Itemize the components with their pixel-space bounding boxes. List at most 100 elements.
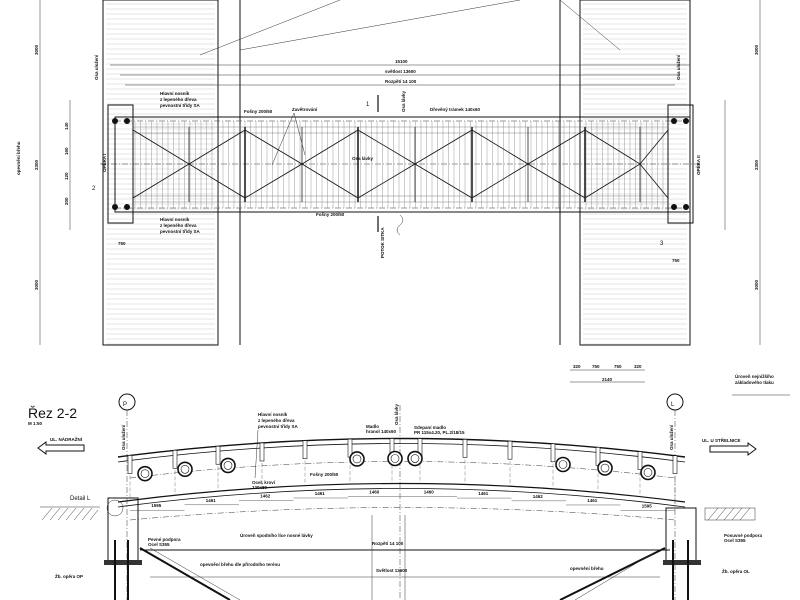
dim-total: 15100 — [395, 59, 408, 64]
section-mark-2: 2 — [92, 186, 96, 192]
left-bank-hatch — [106, 3, 215, 345]
brace — [471, 163, 529, 199]
underside-line — [129, 507, 676, 521]
timber-beam-label: Dřevěný trámek 140x60 — [430, 107, 481, 112]
side-label: opevnění břehu — [16, 141, 21, 175]
post — [637, 451, 643, 470]
bridge-axis-label: Osa lávky — [394, 403, 399, 425]
post — [259, 442, 265, 462]
leader-line — [293, 112, 306, 156]
brace — [188, 163, 246, 199]
foundation-note: Úroveň nejnižšího základového tlaku — [735, 373, 775, 385]
support-axis-right: Osa uložení — [676, 54, 681, 80]
bearing-icon — [112, 204, 118, 210]
axis-right-label: Osa uložení — [669, 424, 674, 450]
bank-slope-left — [139, 547, 231, 600]
cross-beam-label: Ocel. kroví 120x80 — [252, 480, 276, 490]
dim-small: 120 — [64, 172, 69, 180]
section-scale: M 1:50 — [28, 421, 43, 426]
dim-bottom: 320 — [634, 364, 642, 369]
section-2-2: Řez 2-2 M 1:50 P L Osa uložení Osa ulože… — [28, 393, 763, 600]
bridge-deck — [114, 116, 691, 213]
dim-left-mid: 2300 — [34, 159, 39, 170]
brace — [527, 163, 586, 199]
brace — [188, 129, 246, 165]
ring — [387, 450, 403, 467]
dim-right-top: 3000 — [754, 44, 759, 55]
brace — [639, 129, 669, 165]
ring-inner — [352, 454, 362, 464]
abutment-left-label: Žb. opěra OP — [55, 572, 83, 579]
span-label: Rozpětí 14 100 — [372, 541, 404, 546]
dim-bottom-total: 2140 — [602, 377, 613, 382]
plan-view: 15100 světlost 13600 Rozpětí 14 100 Hlav… — [16, 0, 790, 396]
ground-hatch-right — [704, 507, 756, 521]
post — [302, 440, 308, 459]
brace — [301, 129, 359, 165]
clear-label: Světlost 13600 — [376, 568, 408, 573]
brace — [244, 163, 303, 199]
arrow-right-icon — [709, 442, 757, 456]
ring-inner — [600, 463, 610, 473]
right-bank-hatch — [583, 3, 687, 345]
top-chord — [117, 437, 686, 458]
bottom-chord — [117, 482, 686, 503]
left-bank-strip — [102, 0, 219, 346]
abutment-right — [665, 507, 697, 564]
segment-dim: 1461 — [206, 498, 217, 503]
dim-right-mid: 2300 — [754, 159, 759, 170]
bank-slope-right — [574, 551, 656, 600]
guide-line — [199, 0, 341, 56]
brace — [357, 163, 416, 199]
ring-inner — [558, 460, 568, 469]
brace — [527, 129, 586, 165]
street-left: UL. NÁDRAŽNÍ — [50, 435, 83, 442]
bank-slope-right — [559, 547, 666, 600]
guide-line — [239, 0, 521, 51]
brace — [301, 163, 359, 199]
marker-l-label: L — [671, 402, 675, 408]
leader-line — [254, 429, 259, 479]
ring-inner — [223, 461, 233, 470]
abutment-left — [107, 104, 134, 224]
bank-left-label: opevnění břehu dle přírodního terénu — [200, 562, 280, 567]
ring-inner — [180, 464, 190, 474]
section-mark-3: 3 — [660, 241, 664, 247]
dim-left-top: 3000 — [34, 44, 39, 55]
footing-right — [663, 560, 701, 565]
handrail-line — [117, 443, 686, 463]
brace — [132, 163, 190, 199]
dim-span: Rozpětí 14 100 — [385, 79, 417, 84]
ring — [597, 460, 613, 476]
footing-left — [104, 560, 142, 565]
bearing-icon — [683, 204, 689, 210]
planks-label-bottom: Fošny 200/50 — [316, 212, 345, 217]
post — [672, 455, 678, 475]
ring-inner — [140, 469, 150, 478]
brace — [471, 129, 529, 165]
dim-small: 750 — [672, 258, 680, 263]
street-right: UL. U STŘELNICE — [702, 436, 741, 443]
segment-dim: 1595 — [642, 503, 653, 508]
support-axis-left: Osa uložení — [94, 54, 99, 80]
marker-l — [666, 393, 684, 411]
abutment-right-label: Žb. opěra OL — [722, 567, 750, 574]
dim-small: 160 — [64, 147, 69, 155]
brace — [244, 129, 303, 165]
main-beam-label: Hlavní nosník z lepeného dřeva pevnostní… — [258, 412, 299, 429]
ring — [349, 451, 365, 467]
dim-right-bottom: 3000 — [754, 279, 759, 290]
marker-p-label: P — [123, 402, 127, 408]
segment-dim: 1462 — [260, 494, 271, 499]
dim-small: 750 — [118, 241, 126, 246]
ring — [220, 457, 236, 474]
abutment-right — [667, 104, 694, 224]
ring — [555, 456, 571, 473]
bearing-icon — [124, 204, 130, 210]
brace — [414, 163, 473, 199]
post — [172, 450, 178, 469]
handrail-label: Madlo hranol 140x60 — [366, 424, 397, 434]
deck-planks — [133, 121, 668, 208]
ring — [407, 450, 423, 467]
